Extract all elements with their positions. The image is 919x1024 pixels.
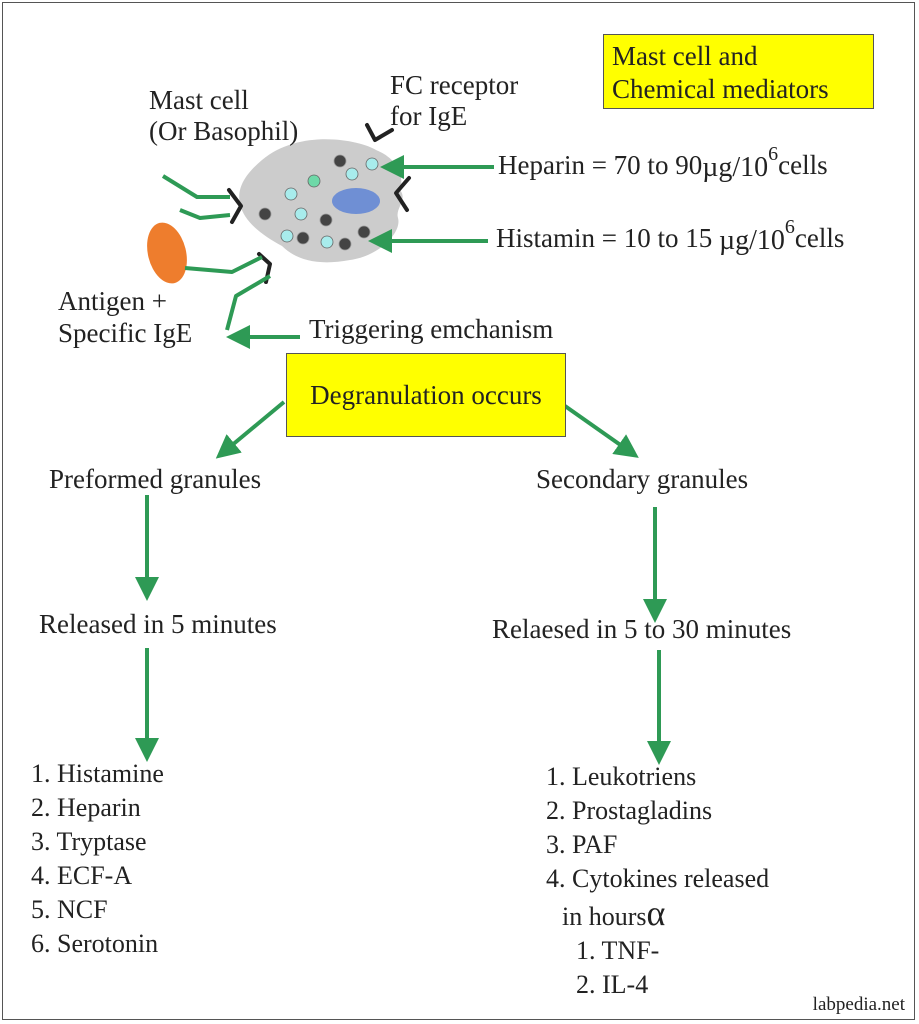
histamin-exponent: 6 [784,216,795,238]
list-item: 1. Histamine [31,759,164,788]
credit: labpedia.net [812,994,905,1015]
list-item-continued: in hoursα [546,893,769,934]
fc-receptor-label: FC receptor for IgE [390,70,518,132]
preformed-timing: Released in 5 minutes [39,609,277,639]
antigen-label: Antigen + Specific IgE [58,285,192,349]
preformed-heading: Preformed granules [49,464,262,494]
cytokines-continued: in hours [562,902,647,931]
alpha-symbol: α [646,893,666,933]
dark-granules [258,154,371,251]
degranulation-box: Degranulation occurs [286,353,566,437]
histamin-suffix: cells [794,223,845,253]
heparin-unit: µg/10 [702,152,769,183]
preformed-list: 1. Histamine 2. Heparin 3. Tryptase 4. E… [31,757,164,961]
sub-list-item: 2. IL-4 [576,970,649,999]
histamin-unit: µg/10 [718,225,785,256]
fc-receptor-label-line-2: for IgE [390,101,468,131]
mast-cell-label-line-2: (Or Basophil) [149,116,299,146]
trigger-label: Triggering emchanism [309,314,554,344]
secondary-timing: Relaesed in 5 to 30 minutes [492,614,792,644]
cyan-granules [280,157,379,249]
heparin-suffix: cells [778,150,828,180]
histamin-label: Histamin = 10 to 15 µg/106cells [496,217,845,256]
list-item: 3. PAF [546,830,618,859]
heparin-label: Heparin = 70 to 90µg/106cells [498,144,828,183]
fc-receptor-label-line-1: FC receptor [390,70,519,100]
list-item: 4. ECF-A [31,861,133,890]
list-item: 3. Tryptase [31,827,147,856]
nucleus [332,188,380,214]
title-box: Mast cell and Chemical mediators [603,34,874,109]
degranulation-label: Degranulation occurs [310,379,542,410]
secondary-heading: Secondary granules [536,464,749,494]
antigen [147,222,187,284]
title-line-1: Mast cell and [612,41,758,71]
arrow-to-secondary [563,404,639,458]
list-item: 6. Serotonin [31,929,159,958]
mast-cell-label-line-1: Mast cell [149,85,249,115]
list-item: 2. Prostagladins [546,796,713,825]
arrows [135,155,671,765]
list-item: 5. NCF [31,895,108,924]
title-line-2: Chemical mediators [612,74,829,104]
list-item: 1. Leukotriens [546,762,697,791]
list-item: 4. Cytokines released [546,864,770,893]
green-granule [307,174,321,188]
list-item: 2. Heparin [31,793,141,822]
heparin-exponent: 6 [768,143,779,165]
histamin-prefix: Histamin = 10 to 15 [496,223,719,253]
antigen-label-line-2: Specific IgE [58,318,193,348]
secondary-list: 1. Leukotriens 2. Prostagladins 3. PAF 4… [546,760,769,1002]
heparin-prefix: Heparin = 70 to 90 [498,150,703,180]
mast-cell-label: Mast cell (Or Basophil) [149,85,298,147]
sub-list-item: 1. TNF- [576,936,660,965]
ige-antibodies [161,174,272,331]
arrow-to-preformed [215,400,286,459]
antigen-label-line-1: Antigen + [58,286,167,316]
